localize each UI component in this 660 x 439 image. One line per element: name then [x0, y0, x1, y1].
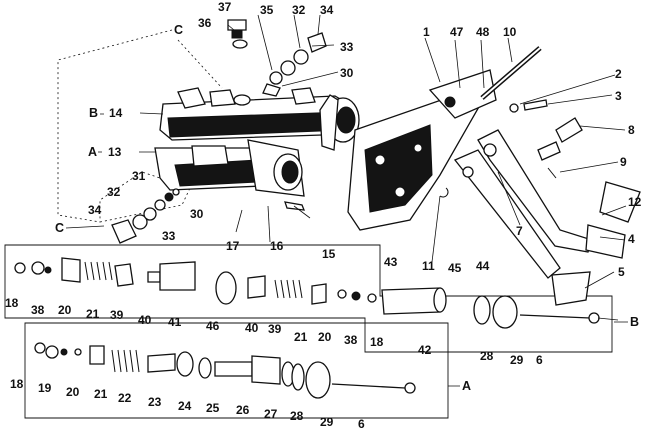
callout-31: 31 [132, 169, 146, 183]
callout-29b: 29 [320, 415, 334, 429]
assembly-a-frame [24, 322, 449, 419]
callout-39b: 39 [268, 322, 282, 336]
callout-17: 17 [226, 239, 240, 253]
letter-b-left: B [89, 106, 98, 120]
group-c-outline [57, 29, 223, 223]
callout-13: 13 [108, 145, 122, 159]
callout-6b: 6 [358, 417, 365, 431]
retaining-clip [439, 187, 449, 198]
callout-labels: 37 36 35 32 34 33 30 14 13 31 32 34 30 3… [5, 0, 642, 431]
callout-18b: 18 [370, 335, 384, 349]
callout-19: 19 [38, 381, 52, 395]
callout-2: 2 [615, 67, 622, 81]
callout-23: 23 [148, 395, 162, 409]
callout-6: 6 [536, 353, 543, 367]
callout-27: 27 [264, 407, 278, 421]
callout-41: 41 [168, 315, 182, 329]
callout-36: 36 [198, 16, 212, 30]
callout-21: 21 [86, 307, 100, 321]
callout-3: 3 [615, 89, 622, 103]
callout-46: 46 [206, 319, 220, 333]
letter-b-right: B [630, 315, 639, 329]
upper-fittings [227, 19, 327, 97]
callout-28: 28 [480, 349, 494, 363]
callout-45: 45 [448, 261, 462, 275]
callout-21c: 21 [94, 387, 108, 401]
callout-35: 35 [260, 3, 274, 17]
callout-32: 32 [292, 3, 306, 17]
callout-1: 1 [423, 25, 430, 39]
callout-29: 29 [510, 353, 524, 367]
letter-c-top: C [174, 23, 183, 37]
letter-c-bottom: C [55, 221, 64, 235]
callout-15: 15 [322, 247, 336, 261]
callout-14: 14 [109, 106, 123, 120]
callout-33: 33 [340, 40, 354, 54]
callout-48: 48 [476, 25, 490, 39]
callout-30b: 30 [190, 207, 204, 221]
callout-28b: 28 [290, 409, 304, 423]
callout-20b: 20 [318, 330, 332, 344]
callout-25: 25 [206, 401, 220, 415]
callout-18c: 18 [10, 377, 24, 391]
callout-21b: 21 [294, 330, 308, 344]
callout-9: 9 [620, 155, 627, 169]
callout-7: 7 [516, 224, 523, 238]
master-cylinder-a [154, 139, 306, 211]
row-b-parts [14, 257, 600, 329]
callout-42: 42 [418, 343, 432, 357]
callout-47: 47 [450, 25, 464, 39]
reservoir-fitting-group [111, 188, 180, 244]
assembly-letters: C B A C B A [55, 23, 639, 393]
callout-26: 26 [236, 403, 250, 417]
callout-38: 38 [31, 303, 45, 317]
callout-40b: 40 [245, 321, 259, 335]
callout-11: 11 [422, 259, 435, 273]
master-cylinder-b [159, 87, 360, 151]
callout-20c: 20 [66, 385, 80, 399]
row-a-parts [34, 342, 416, 399]
callout-8: 8 [628, 123, 635, 137]
callout-34: 34 [320, 3, 334, 17]
callout-20: 20 [58, 303, 72, 317]
callout-33b: 33 [162, 229, 176, 243]
callout-5: 5 [618, 265, 625, 279]
callout-44: 44 [476, 259, 490, 273]
callout-24: 24 [178, 399, 192, 413]
callout-12: 12 [628, 195, 642, 209]
letter-a-left: A [88, 145, 97, 159]
assembly-b-frame [4, 244, 613, 353]
letter-a-right: A [462, 379, 471, 393]
pedal-hardware [509, 99, 583, 179]
callout-22: 22 [118, 391, 132, 405]
callout-43: 43 [384, 255, 398, 269]
leader-lines [139, 14, 627, 321]
callout-16: 16 [270, 239, 284, 253]
callout-40: 40 [138, 313, 152, 327]
pedal-mounting-bracket [347, 69, 497, 231]
brake-and-clutch-pedals [453, 129, 641, 306]
callout-18: 18 [5, 296, 19, 310]
callout-39: 39 [110, 308, 124, 322]
callout-38b: 38 [344, 333, 358, 347]
callout-37: 37 [218, 0, 232, 14]
callout-30: 30 [340, 66, 354, 80]
callout-4: 4 [628, 232, 635, 246]
callout-10: 10 [503, 25, 517, 39]
callout-32b: 32 [107, 185, 121, 199]
callout-34b: 34 [88, 203, 102, 217]
